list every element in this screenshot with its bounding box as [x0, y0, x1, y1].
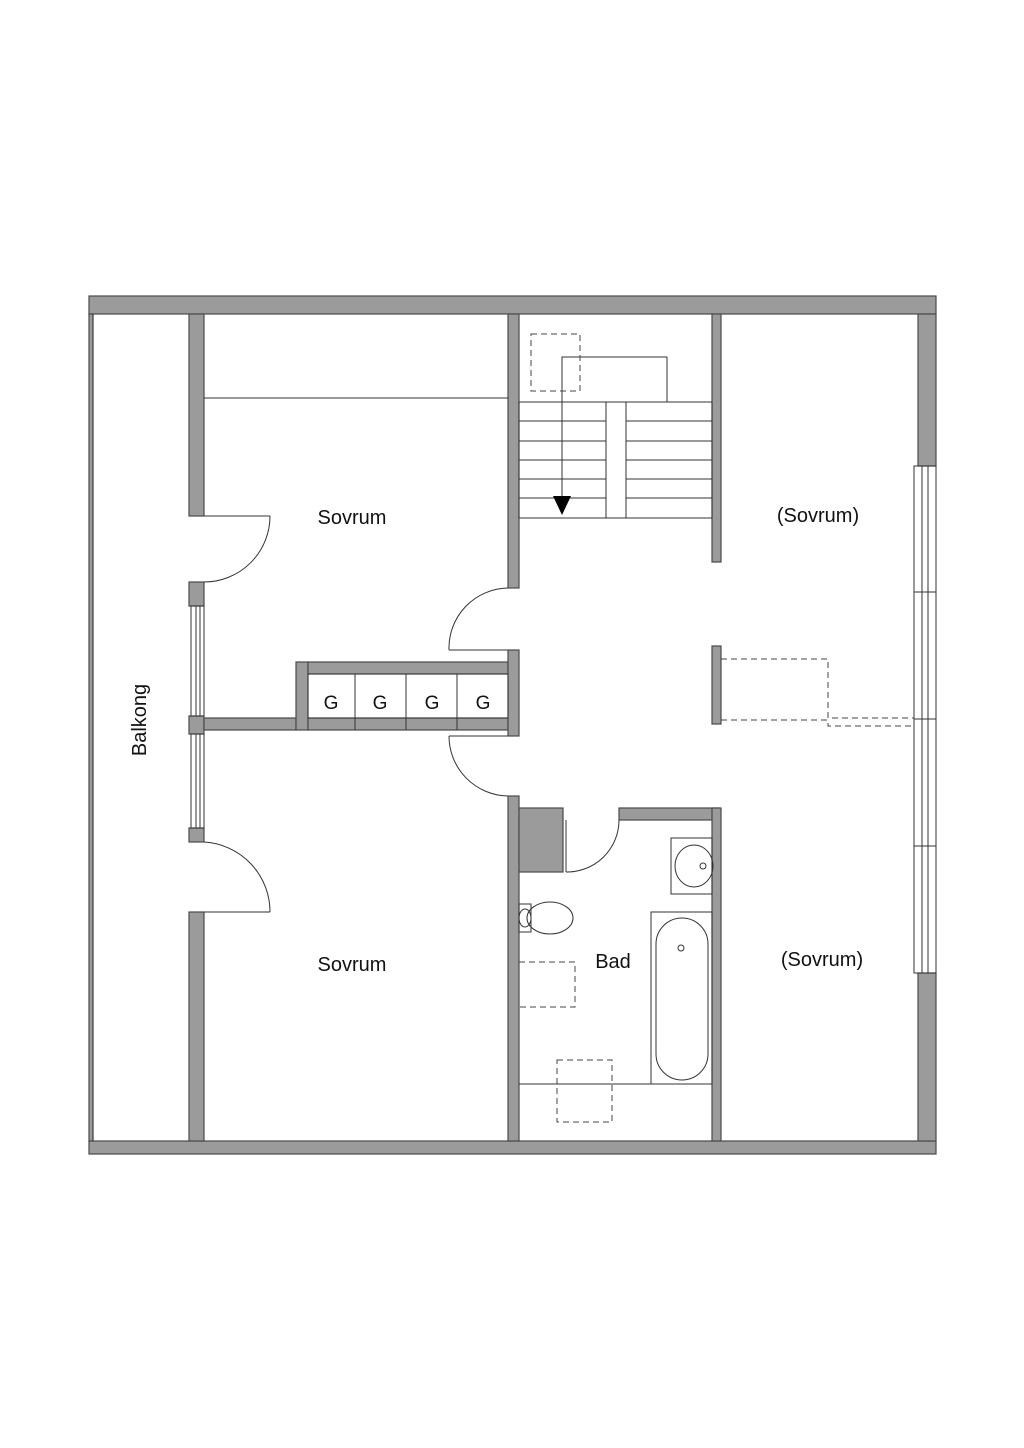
room-label-bathroom: Bad: [595, 951, 631, 973]
sink-icon: [670, 837, 713, 895]
staircase: [518, 333, 713, 519]
room-label-bedroom-optional: (Sovrum): [777, 505, 859, 527]
room-label-bedroom: Sovrum: [318, 507, 387, 529]
closet-label: G: [324, 693, 339, 714]
room-label-bedroom: Sovrum: [318, 954, 387, 976]
dashed-outline: [721, 658, 914, 719]
outer-walls: [88, 295, 937, 1155]
closet-row: G G G G: [307, 673, 509, 730]
bathroom-fixtures: [518, 837, 714, 1123]
toilet-icon: [518, 903, 532, 933]
bathtub-icon: [650, 911, 713, 1085]
room-label-balcony: Balkong: [129, 684, 151, 756]
dashed-outline: [721, 719, 914, 727]
room-label-bedroom-optional: (Sovrum): [781, 949, 863, 971]
closet-label: G: [373, 693, 388, 714]
doors: [203, 515, 620, 913]
interior-walls: [188, 313, 722, 1142]
windows: [92, 314, 937, 1141]
closet-label: G: [425, 693, 440, 714]
closet-label: G: [476, 693, 491, 714]
stair-arrow-icon: [553, 496, 571, 515]
